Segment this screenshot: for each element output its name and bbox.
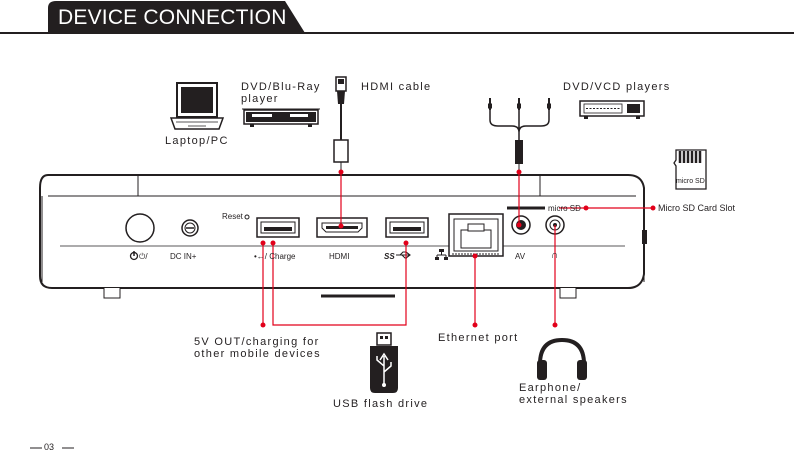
- label-earphone-2: external speakers: [519, 394, 628, 406]
- panel-label-hdmi: HDMI: [329, 252, 349, 261]
- usb-port-ss[interactable]: [386, 218, 428, 237]
- page-number: 03: [44, 442, 54, 452]
- usb-flash-drive-icon: [370, 333, 398, 393]
- reset-button[interactable]: [245, 215, 249, 219]
- label-5v-out: 5V OUT/charging for: [194, 336, 320, 348]
- label-sd-card-text: micro SD: [676, 178, 705, 185]
- label-hdmi-cable: HDMI cable: [361, 81, 431, 93]
- label-dvd-vcd: DVD/VCD players: [563, 81, 671, 93]
- ethernet-port[interactable]: [449, 214, 503, 256]
- av-cable-icon: [488, 98, 551, 172]
- hdmi-cable-icon: [334, 77, 348, 172]
- panel-label-power: ⏻/: [139, 252, 148, 261]
- headphones-icon: [537, 340, 587, 380]
- label-5v-out-2: other mobile devices: [194, 348, 321, 360]
- panel-label-micro-sd: micro SD: [548, 204, 581, 213]
- label-dvd-bluray-2: player: [241, 93, 279, 105]
- panel-label-ss: SS: [384, 252, 395, 261]
- laptop-icon: [171, 83, 223, 129]
- label-usb-flash: USB flash drive: [333, 398, 428, 410]
- usb-port-charge[interactable]: [257, 218, 299, 237]
- panel-label-charge: •←/ Charge: [254, 252, 295, 261]
- label-micro-sd-slot: Micro SD Card Slot: [658, 203, 735, 213]
- panel-label-av: AV: [515, 252, 525, 261]
- power-button[interactable]: [126, 214, 154, 242]
- dc-in-port[interactable]: [182, 220, 198, 236]
- label-earphone: Earphone/: [519, 382, 581, 394]
- dvd-vcd-player-icon: [580, 101, 644, 119]
- panel-label-reset: Reset: [222, 212, 243, 221]
- panel-label-headphone: ∩: [551, 251, 558, 260]
- label-laptop: Laptop/PC: [165, 135, 229, 147]
- panel-label-dc-in: DC IN+: [170, 252, 196, 261]
- dvd-player-icon: [242, 109, 320, 127]
- label-ethernet: Ethernet port: [438, 332, 519, 344]
- label-dvd-bluray: DVD/Blu-Ray: [241, 81, 321, 93]
